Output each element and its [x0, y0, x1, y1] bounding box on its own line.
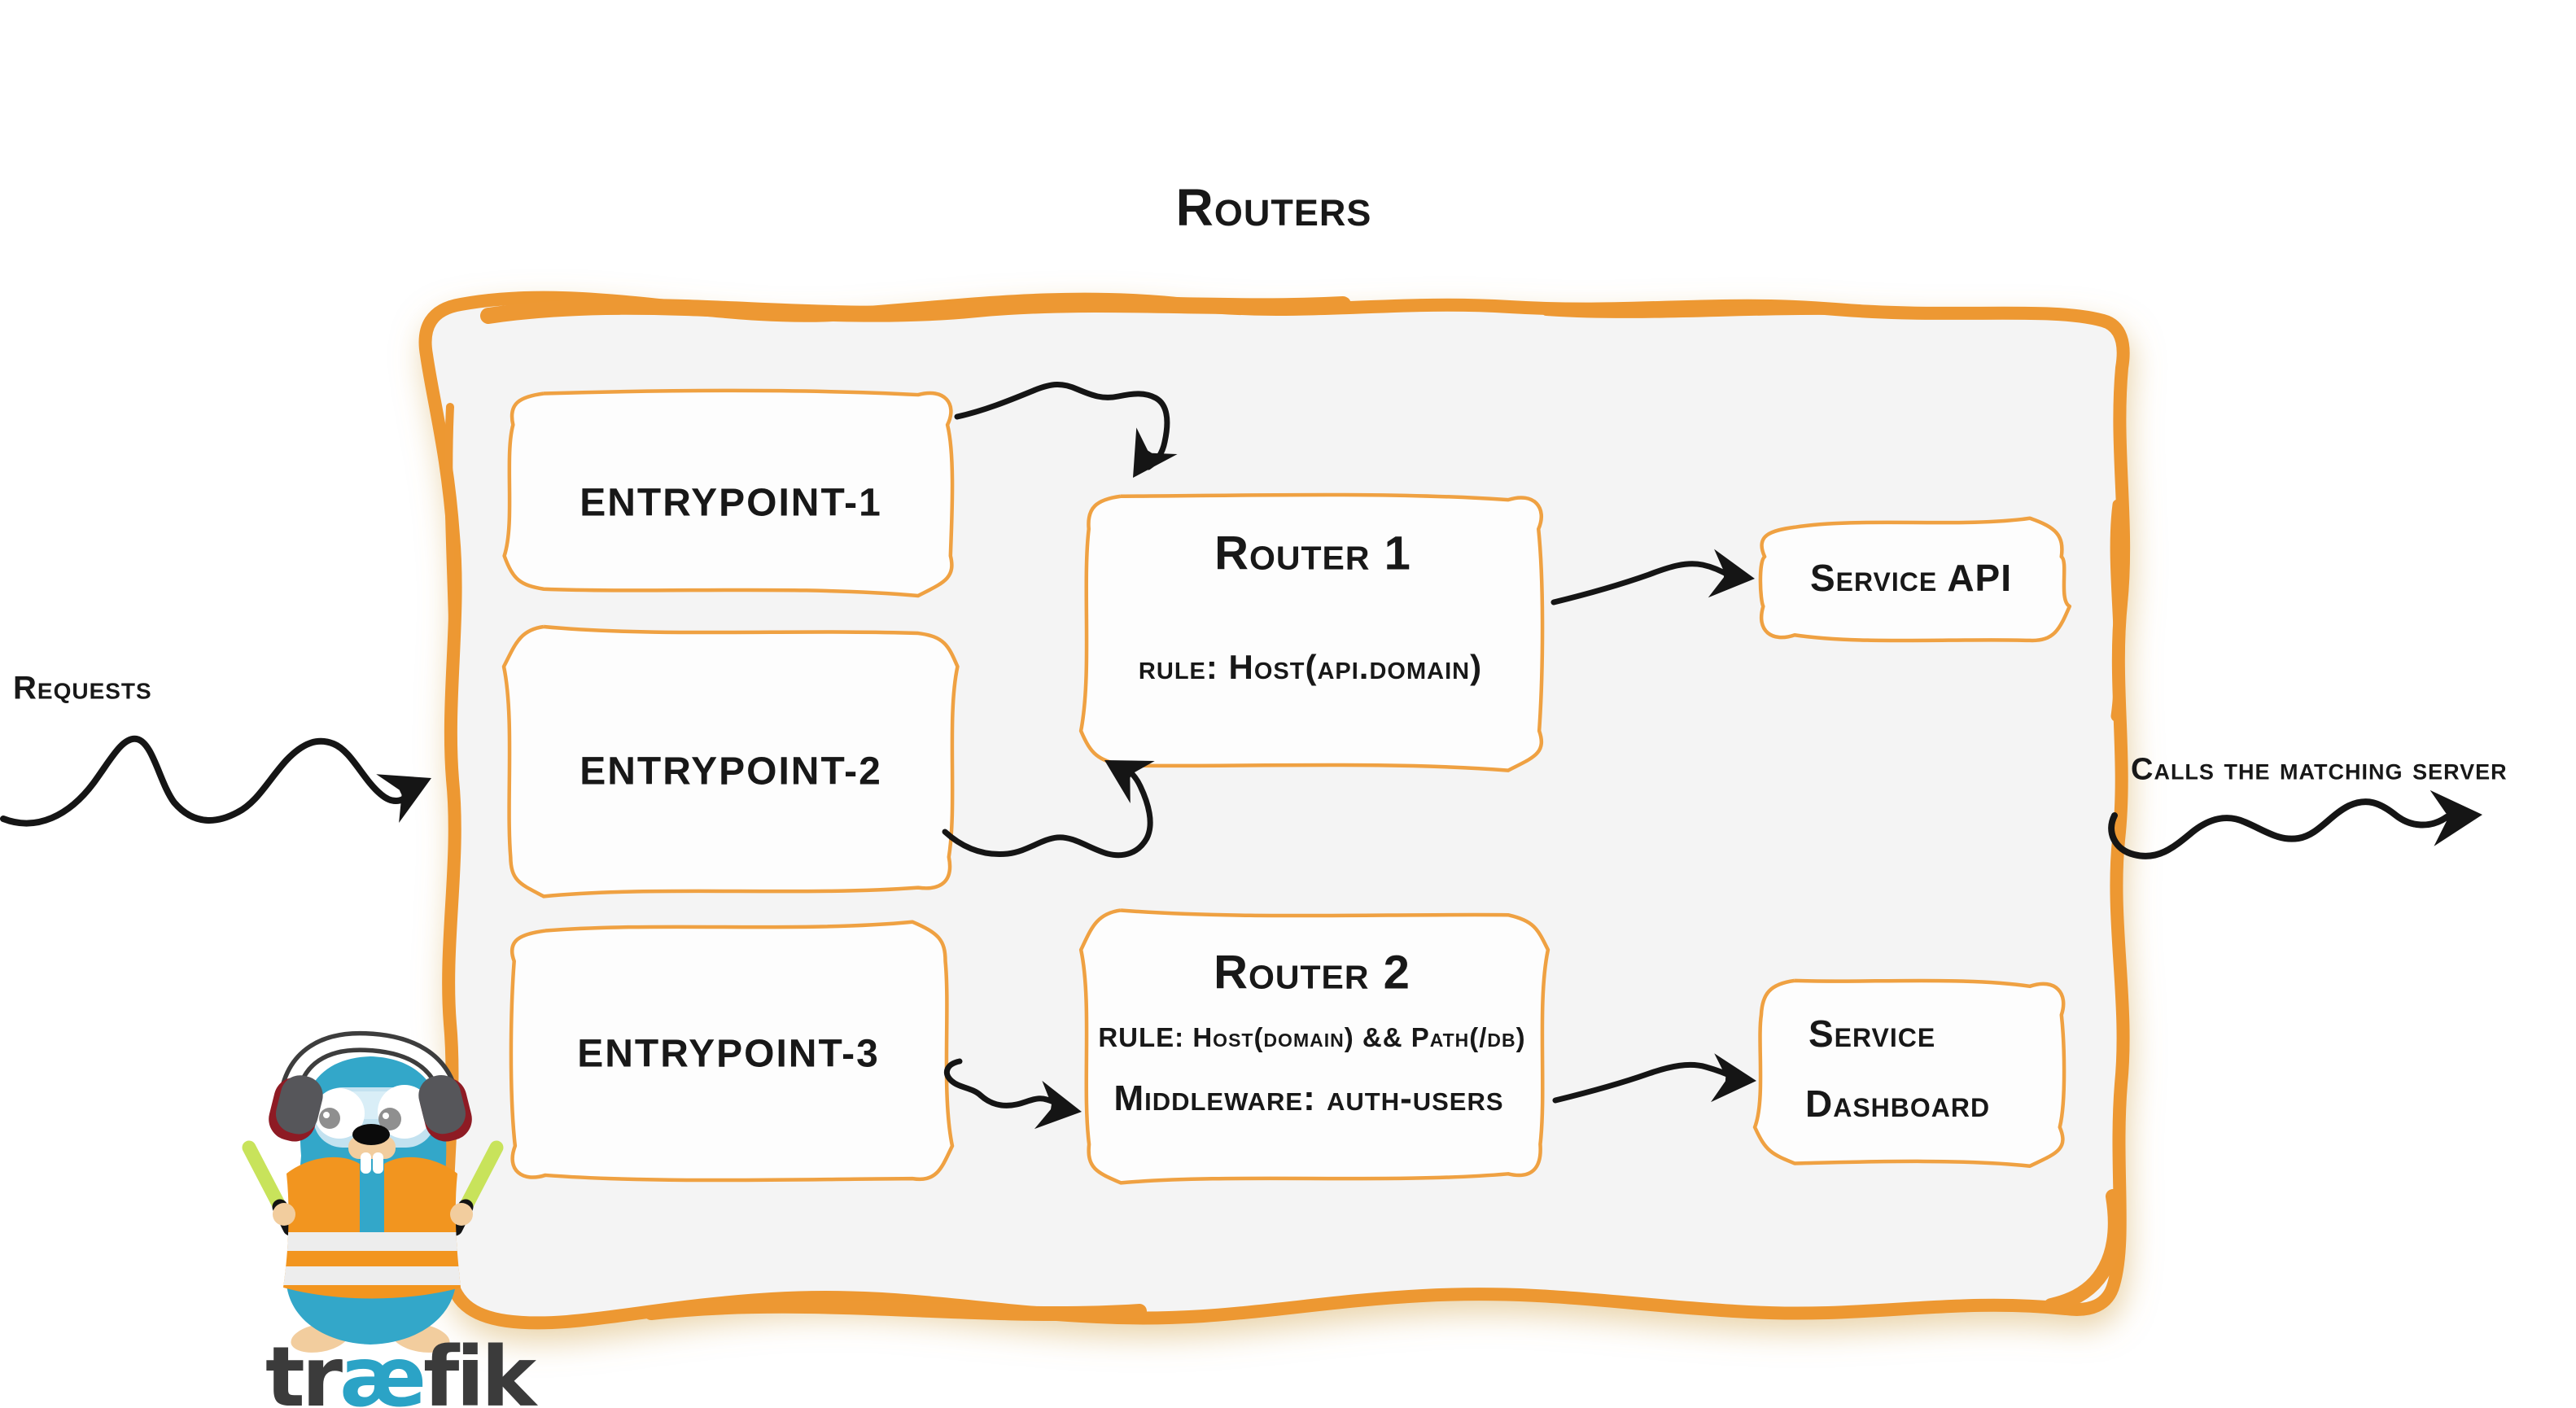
- router-1-rule: rule: Host(api.domain): [1138, 648, 1483, 686]
- entrypoint-1-box: [502, 388, 955, 598]
- arrow-calls-matching-server: [2108, 798, 2450, 859]
- router-1-box: [1078, 492, 1545, 772]
- arrow-router2-service-dashboard: [1552, 1061, 1738, 1104]
- gopher-hand-right: [450, 1203, 473, 1226]
- panel-brush-accents: [444, 296, 2125, 1322]
- requests-label: Requests: [13, 670, 152, 706]
- gopher-hand-left: [273, 1203, 295, 1226]
- arrow-entrypoint1-router1: [954, 382, 1170, 470]
- service-dashboard-box: [1752, 978, 2066, 1169]
- gopher-headphones-icon: [269, 1030, 472, 1142]
- service-dashboard-label-line1: Service: [1808, 1012, 1936, 1055]
- arrow-router1-service-api: [1550, 561, 1734, 606]
- router-2-box: [1078, 908, 1550, 1185]
- router-1-title: Router 1: [1214, 527, 1411, 580]
- entrypoint-3-box: [509, 920, 955, 1183]
- traefik-gopher-logo: [242, 1030, 504, 1353]
- entrypoint-1-label: ENTRYPOINT-1: [579, 481, 882, 525]
- entrypoint-3-label: ENTRYPOINT-3: [577, 1032, 880, 1076]
- wordmark-part-tr: tr: [265, 1329, 343, 1408]
- arrowhead-calls: [2429, 786, 2485, 846]
- service-dashboard-label-line2: Dashboard: [1805, 1082, 1991, 1125]
- gopher-goggles: [313, 1085, 435, 1148]
- arrows: [0, 382, 2450, 1112]
- arrowhead-requests: [376, 754, 443, 824]
- node-boxes: [501, 388, 2072, 1185]
- entrypoint-2-label: ENTRYPOINT-2: [579, 750, 882, 794]
- wordmark-part-ae: æ: [339, 1329, 426, 1408]
- service-api-label: Service API: [1810, 557, 2012, 599]
- router-2-title: Router 2: [1214, 946, 1410, 999]
- router-2-middleware: Middleware: auth-users: [1113, 1078, 1504, 1118]
- wordmark-part-fik: fik: [422, 1329, 536, 1408]
- service-api-box: [1758, 516, 2072, 643]
- entrypoint-2-box: [501, 624, 960, 899]
- arrow-entrypoint3-router2: [943, 1058, 1072, 1112]
- traefik-wordmark: træfik: [265, 1336, 536, 1408]
- routers-title: Routers: [1175, 178, 1372, 237]
- arrow-requests: [0, 735, 415, 827]
- router-2-rule: RULE: Host(domain) && Path(/db): [1098, 1022, 1526, 1052]
- calls-matching-server-label: Calls the matching server: [2131, 752, 2508, 787]
- arrow-entrypoint2-router1: [942, 762, 1153, 859]
- gopher-vest: [283, 1157, 461, 1299]
- gopher-muzzle: [348, 1124, 396, 1174]
